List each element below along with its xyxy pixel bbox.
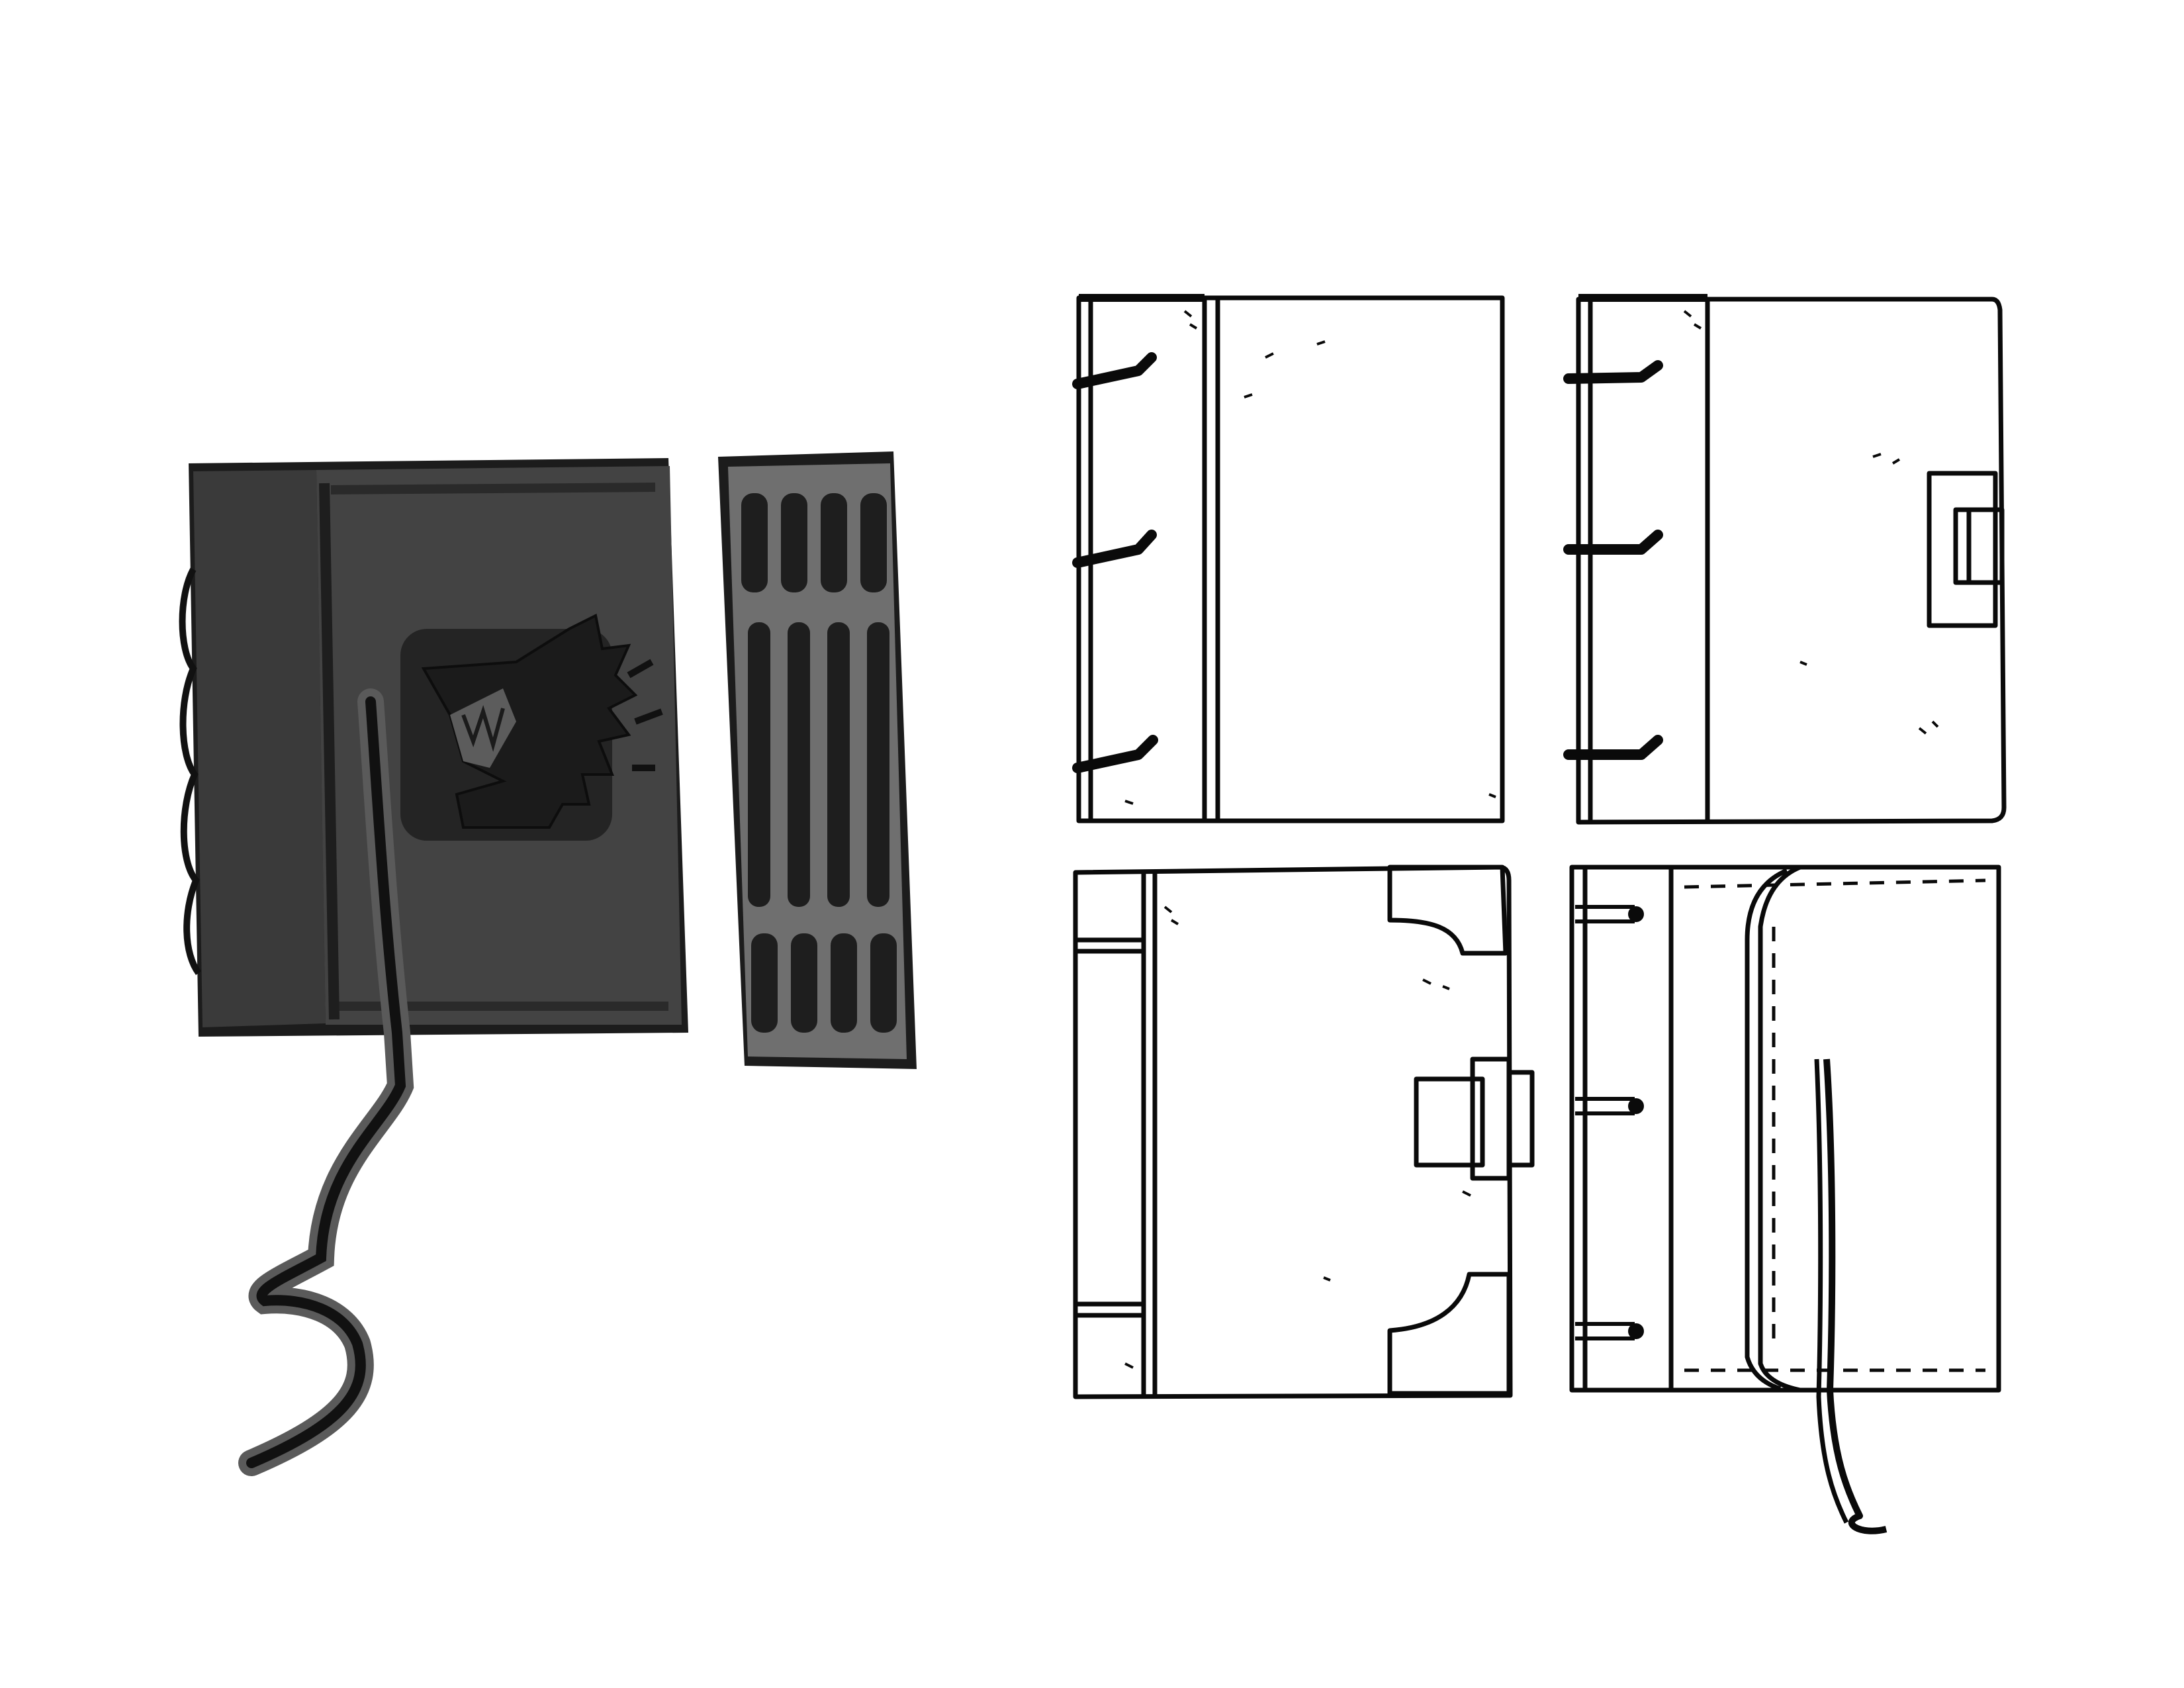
book-variant-2 <box>1563 294 2007 825</box>
variant-4-bindings <box>1575 905 1635 1340</box>
variant-3-corner-bottom <box>1387 1272 1512 1396</box>
bookmark-ribbon <box>246 696 406 1468</box>
variant-2-bindings <box>1563 360 1663 760</box>
variant-2-hatching <box>1683 310 1939 735</box>
shaded-book-spine <box>718 451 917 1069</box>
variant-2-cover <box>1576 297 2007 825</box>
cover-hinge <box>319 483 340 1020</box>
dragon-head-icon <box>421 614 638 829</box>
variant-3-hatching <box>1124 906 1471 1369</box>
variant-2-clasp-plate <box>1927 471 1998 628</box>
variant-1-bindings <box>1072 352 1158 773</box>
spine-bands <box>741 493 897 1033</box>
dragon-teeth <box>461 705 505 752</box>
variant-4-stitching <box>1684 878 1986 1372</box>
book-variant-1 <box>1072 294 1505 823</box>
variant-3-corner-top <box>1387 865 1508 956</box>
variant-4-flap-edge <box>1758 865 1803 1393</box>
variant-4-cover <box>1569 865 2001 1393</box>
dragon-mouth <box>450 688 516 768</box>
variant-4-bookmark-ribbon <box>1823 1058 1888 1534</box>
cover-spine-panel <box>193 470 326 1027</box>
spine-face <box>728 463 907 1059</box>
variant-1-hatching <box>1124 310 1496 805</box>
book-variant-4 <box>1569 865 2001 1534</box>
variant-2-clasp <box>1953 507 2005 585</box>
book-variant-3 <box>1073 865 1535 1399</box>
spine-bumps <box>179 567 202 975</box>
dragon-spikes <box>627 659 663 771</box>
variant-3-clasp-plate <box>1414 1076 1485 1168</box>
shaded-book-cover <box>179 458 688 1476</box>
